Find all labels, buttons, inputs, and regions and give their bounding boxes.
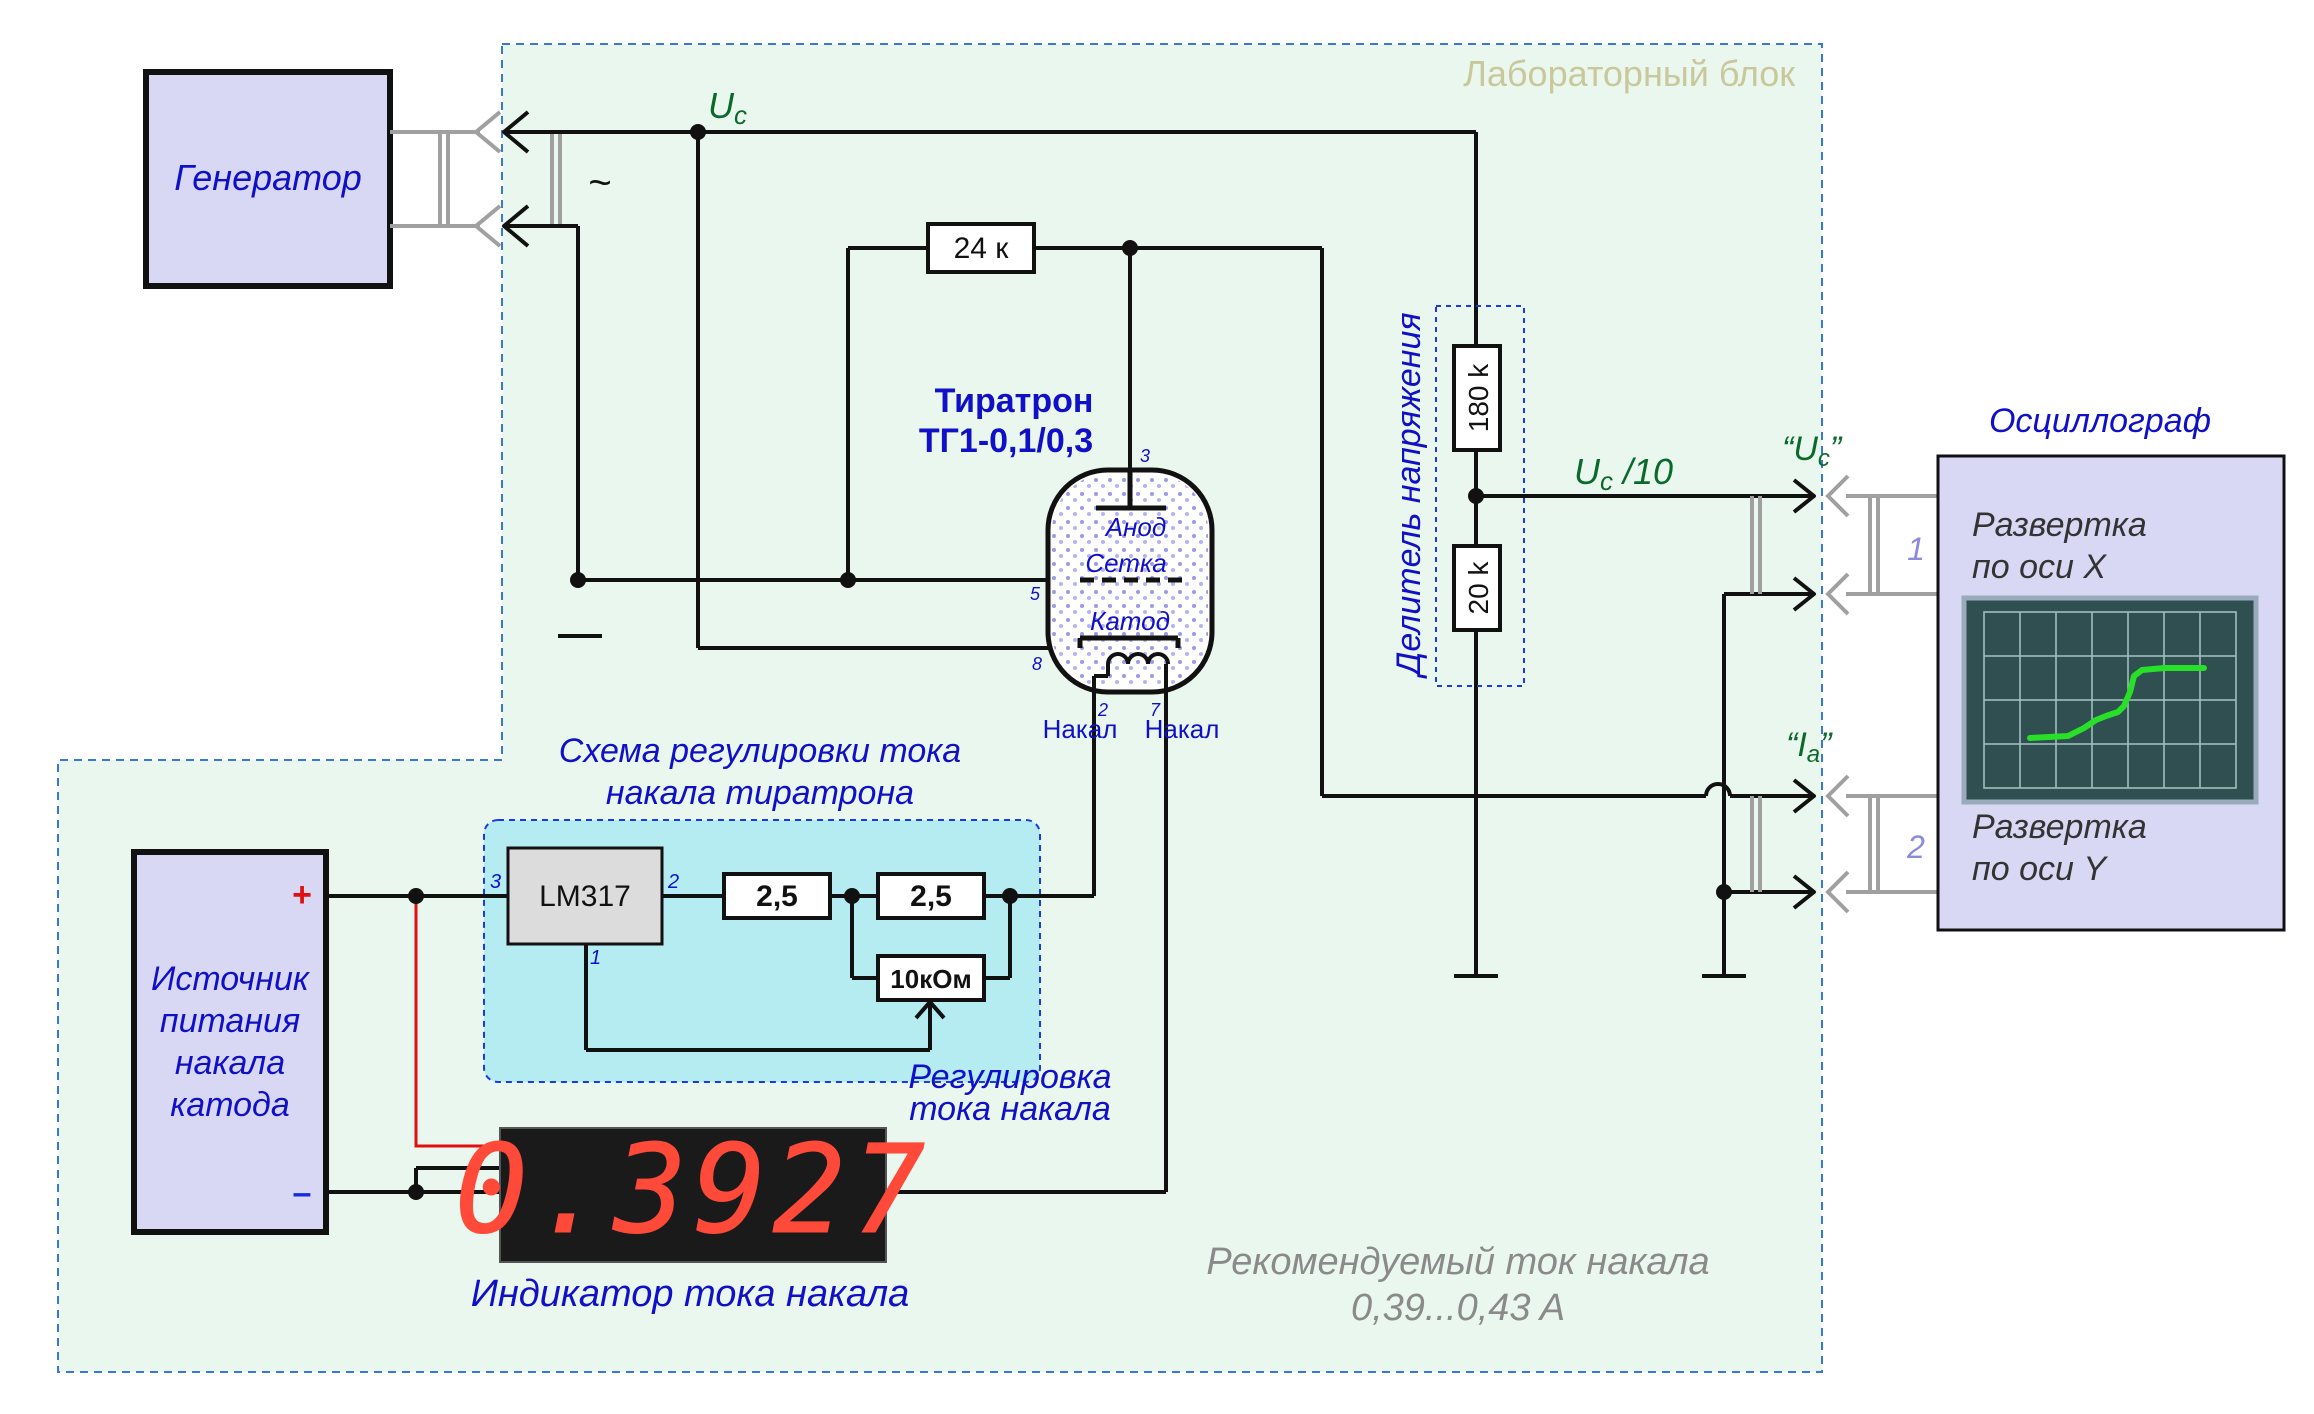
- divider-label: Делитель напряжения: [1390, 312, 1428, 679]
- pin-grid: 5: [1030, 584, 1041, 604]
- oscilloscope-trace: [2027, 665, 2207, 741]
- lm317-pin-adj: 1: [590, 947, 601, 969]
- resistor-2-5-b-label: 2,5: [910, 880, 952, 913]
- power-supply-line4: катода: [170, 1086, 290, 1124]
- potentiometer-10k-label: 10кОм: [890, 964, 971, 994]
- current-indicator-value: 0.3927: [455, 1119, 932, 1261]
- uc-input-label: “Uc”: [1782, 430, 1843, 472]
- sweep-x-line1: Развертка: [1972, 506, 2147, 544]
- generator-connectors: [390, 110, 562, 248]
- lm317-label: LM317: [539, 880, 631, 913]
- thyratron-title-line1: Тиратрон: [935, 382, 1094, 420]
- resistor-2-5-a: [722, 872, 832, 920]
- resistor-24k: [926, 222, 1036, 274]
- supply-sense-wire: [414, 896, 500, 1148]
- generator-ac-symbol: ~: [588, 161, 611, 205]
- thyratron-electrodes: [1077, 470, 1182, 692]
- recommended-line2: 0,39...0,43 A: [1351, 1287, 1565, 1329]
- lab-block-title: Лабораторный блок: [1463, 53, 1795, 94]
- regulator-title-line2: накала тиратрона: [606, 774, 914, 812]
- lm317-pin-in: 3: [490, 871, 501, 893]
- uc10-label: Uc /10: [1574, 451, 1673, 496]
- sweep-x-line2: по оси X: [1972, 548, 2107, 586]
- circuit-wires: [326, 110, 1816, 1194]
- thyratron-title-line2: ТГ1-0,1/0,3: [919, 422, 1093, 460]
- anode-label: Анод: [1104, 512, 1166, 542]
- power-supply-line3: накала: [175, 1044, 285, 1082]
- grid-label: Сетка: [1085, 548, 1166, 578]
- pin-heater2: 7: [1150, 700, 1161, 720]
- junction-dots: [408, 124, 1732, 1200]
- resistor-24k-label: 24 к: [954, 232, 1010, 265]
- pin-anode: 3: [1140, 446, 1150, 466]
- adjust-label-line1: Регулировка: [908, 1058, 1111, 1096]
- resistor-20k: [1452, 544, 1502, 632]
- divider-region: [1435, 305, 1525, 687]
- generator-box: [143, 69, 393, 289]
- resistor-180k: [1452, 344, 1502, 452]
- lm317-pin-out: 2: [667, 871, 679, 893]
- heater2-label: Накал: [1145, 714, 1220, 744]
- indicator-label: Индикатор тока накала: [471, 1273, 910, 1315]
- lm317-chip: [506, 846, 664, 946]
- channel-2: 2: [1906, 829, 1925, 865]
- recommended-line1: Рекомендуемый ток накала: [1206, 1241, 1709, 1283]
- ia-input-label: “Ia”: [1786, 726, 1833, 768]
- resistor-2-5-a-label: 2,5: [756, 880, 798, 913]
- resistor-20k-label: 20 k: [1463, 561, 1494, 615]
- power-supply-line2: питания: [160, 1002, 300, 1040]
- pin-heater1: 2: [1097, 700, 1108, 720]
- current-indicator: [499, 1127, 887, 1263]
- regulator-title-line1: Схема регулировки тока: [559, 732, 961, 770]
- power-supply-minus: –: [293, 1174, 312, 1212]
- oscilloscope-title: Осциллограф: [1989, 402, 2211, 440]
- potentiometer-10k[interactable]: [876, 954, 986, 1002]
- sweep-y-line1: Развертка: [1972, 808, 2147, 846]
- power-supply-plus: +: [292, 876, 312, 914]
- resistor-180k-label: 180 k: [1463, 363, 1494, 432]
- oscilloscope-connectors: [1750, 474, 1938, 914]
- sweep-y-line2: по оси Y: [1972, 850, 2108, 888]
- uc-label: Uc: [708, 85, 747, 130]
- heater1-label: Накал: [1043, 714, 1118, 744]
- power-supply-line1: Источник: [151, 960, 311, 998]
- resistor-2-5-b: [876, 872, 986, 920]
- power-supply-box: [131, 849, 329, 1235]
- adjust-label-line2: тока накала: [909, 1090, 1111, 1128]
- pin-cathode: 8: [1032, 654, 1042, 674]
- channel-1: 1: [1907, 531, 1925, 567]
- generator-label: Генератор: [174, 157, 362, 198]
- cathode-label: Катод: [1090, 606, 1170, 636]
